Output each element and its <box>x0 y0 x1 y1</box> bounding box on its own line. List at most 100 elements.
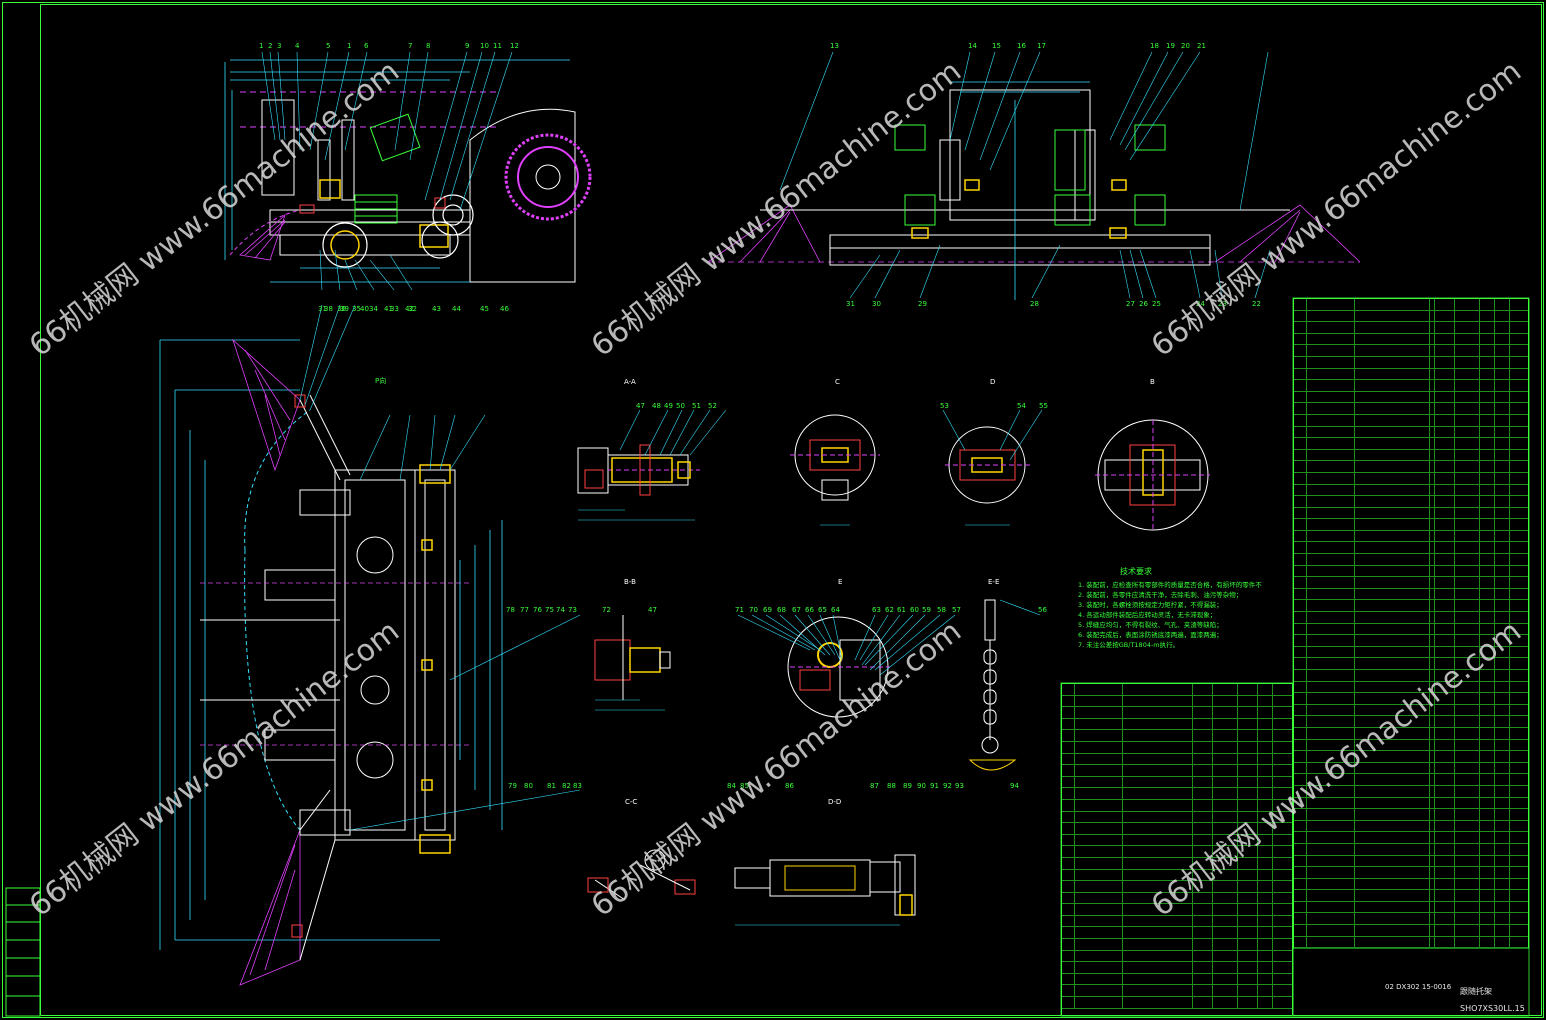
label-dd: D-D <box>828 798 842 806</box>
balloon-number: 35 <box>352 305 361 313</box>
bom-row <box>1294 484 1528 497</box>
bom-row <box>1294 623 1528 636</box>
bom-row <box>1062 695 1292 708</box>
note-line: 4. 各运动部件装配后应转动灵活，无卡滞现象； <box>1078 611 1217 619</box>
balloon-number: 61 <box>897 606 906 614</box>
label-cc: C-C <box>625 798 638 806</box>
balloon-number: 45 <box>480 305 489 313</box>
bom-row <box>1294 426 1528 439</box>
bom-row <box>1294 322 1528 334</box>
bom-row <box>1294 368 1528 381</box>
balloon-number: 58 <box>937 606 946 614</box>
bom-row <box>1062 869 1292 882</box>
balloon-number: 33 <box>390 305 399 313</box>
balloon-number: 78 <box>506 606 515 614</box>
bom-row <box>1062 927 1292 940</box>
bom-row <box>1294 299 1528 311</box>
balloon-number: 76 <box>533 606 542 614</box>
balloon-number: 90 <box>917 782 926 790</box>
balloon-number: 29 <box>918 300 927 308</box>
bom-row <box>1062 788 1292 800</box>
label-e: E <box>838 578 843 586</box>
bom-row <box>1294 414 1528 427</box>
balloon-number: 3 <box>277 42 282 50</box>
balloon-number: 71 <box>735 606 744 614</box>
balloon-number: 81 <box>547 782 556 790</box>
balloon-number: 5 <box>326 42 331 50</box>
label-d: D <box>990 378 996 386</box>
balloon-number: 43 <box>432 305 441 313</box>
balloon-number: 41 <box>384 305 393 313</box>
balloon-number: 83 <box>573 782 582 790</box>
plan-view <box>159 304 581 986</box>
balloon-number: 94 <box>1010 782 1019 790</box>
balloon-number: 34 <box>369 305 378 313</box>
bom-row <box>1294 727 1528 740</box>
bom-row <box>1294 612 1528 624</box>
balloon-number: 69 <box>763 606 772 614</box>
bom-row <box>1062 997 1292 1009</box>
balloon-number: 67 <box>792 606 801 614</box>
bom-row <box>1062 684 1292 696</box>
balloon-number: 60 <box>910 606 919 614</box>
balloon-number: 31 <box>318 305 327 313</box>
balloon-number: 13 <box>830 42 839 50</box>
balloon-number: 8 <box>426 42 431 50</box>
balloon-number: 92 <box>943 782 952 790</box>
bom-row <box>1294 635 1528 647</box>
bom-row <box>1294 925 1528 937</box>
bom-row <box>1294 391 1528 404</box>
balloon-number: 79 <box>508 782 517 790</box>
balloon-number: 64 <box>831 606 840 614</box>
balloon-number: 23 <box>1218 300 1227 308</box>
balloon-number: 80 <box>524 782 533 790</box>
label-ee: E-E <box>988 578 1000 586</box>
balloon-number: 2 <box>268 42 273 50</box>
bom-row <box>1062 892 1292 905</box>
bom-row <box>1294 472 1528 485</box>
balloon-number: 70 <box>749 606 758 614</box>
balloon-number: 16 <box>1017 42 1026 50</box>
balloon-number: 32 <box>408 305 417 313</box>
balloon-number: 17 <box>1037 42 1046 50</box>
bom-row <box>1062 811 1292 824</box>
bom-row <box>1062 765 1292 777</box>
bom-row <box>1294 554 1528 566</box>
bom-row <box>1294 380 1528 392</box>
balloon-number: 72 <box>602 606 611 614</box>
bom-row <box>1062 741 1292 754</box>
balloon-number: 87 <box>870 782 879 790</box>
balloon-number: 27 <box>1126 300 1135 308</box>
balloon-number: 10 <box>480 42 489 50</box>
bom-row <box>1294 449 1528 462</box>
bom-row <box>1294 600 1528 613</box>
balloon-number: 89 <box>903 782 912 790</box>
bom-row <box>1062 753 1292 766</box>
top-right-view <box>707 51 1361 300</box>
bom-row <box>1294 565 1528 578</box>
label-c: C <box>835 378 840 386</box>
balloon-number: 91 <box>930 782 939 790</box>
balloon-number: 31 <box>846 300 855 308</box>
balloon-number: 59 <box>922 606 931 614</box>
bom-row <box>1062 857 1292 870</box>
bom-row <box>1294 588 1528 601</box>
balloon-number: 11 <box>493 42 502 50</box>
bom-row <box>1294 855 1528 868</box>
label-b: B <box>1150 378 1155 386</box>
bom-row <box>1062 846 1292 858</box>
balloon-number: 52 <box>708 402 717 410</box>
section-c <box>790 414 880 526</box>
bom-row <box>1294 519 1528 531</box>
balloon-number: 44 <box>452 305 461 313</box>
bom-row <box>1294 310 1528 323</box>
balloon-number: 24 <box>1196 300 1205 308</box>
balloon-number: 30 <box>872 300 881 308</box>
balloon-number: 19 <box>1166 42 1175 50</box>
bom-row <box>1294 681 1528 694</box>
balloon-number: 18 <box>1150 42 1159 50</box>
bom-row <box>1294 577 1528 589</box>
balloon-number: 51 <box>692 402 701 410</box>
